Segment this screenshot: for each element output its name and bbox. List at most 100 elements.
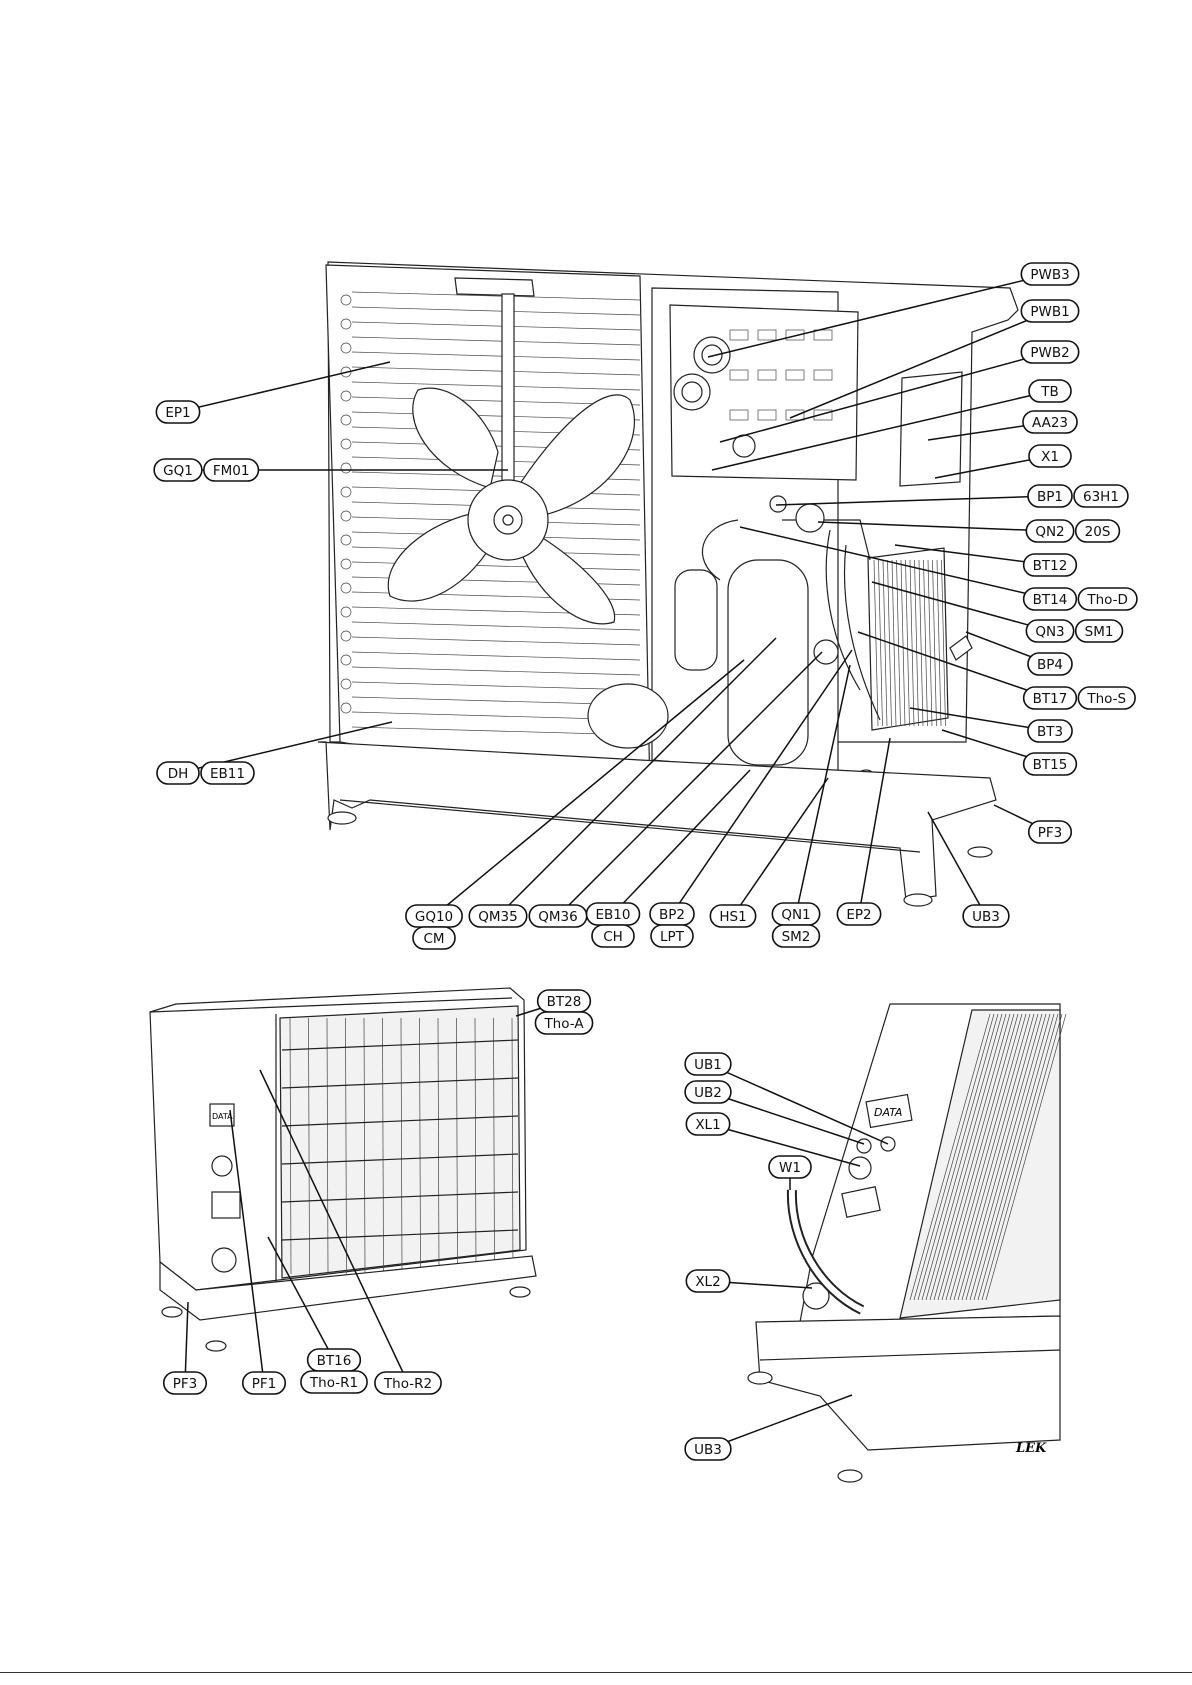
svg-text:Tho-A: Tho-A bbox=[543, 1016, 584, 1032]
callout-pill: UB2 bbox=[685, 1081, 731, 1103]
svg-text:BT28: BT28 bbox=[547, 994, 582, 1010]
callout-pill: BT15 bbox=[1024, 753, 1077, 775]
svg-text:BP1: BP1 bbox=[1037, 489, 1063, 505]
svg-text:EB10: EB10 bbox=[596, 907, 631, 923]
callout-pill: TB bbox=[1029, 380, 1071, 402]
callout-pill: EB10 bbox=[587, 903, 640, 925]
callout-pill: BT14 bbox=[1024, 588, 1077, 610]
svg-text:XL1: XL1 bbox=[695, 1117, 720, 1133]
callout-pill: EB11 bbox=[201, 762, 254, 784]
svg-text:TB: TB bbox=[1040, 384, 1059, 400]
callout-pill: PF3 bbox=[164, 1372, 207, 1394]
callout-pill: BT12 bbox=[1024, 554, 1077, 576]
callout-pill: Tho-R2 bbox=[375, 1372, 441, 1394]
svg-text:CH: CH bbox=[603, 929, 623, 945]
callout-pill: QM36 bbox=[529, 905, 586, 927]
callout-pill: Tho-D bbox=[1078, 588, 1137, 610]
callout-pill: Tho-S bbox=[1078, 687, 1135, 709]
svg-text:HS1: HS1 bbox=[719, 909, 746, 925]
callout-pill: LPT bbox=[651, 925, 693, 947]
svg-text:UB3: UB3 bbox=[972, 909, 1000, 925]
svg-text:BT12: BT12 bbox=[1033, 558, 1068, 574]
svg-text:BP4: BP4 bbox=[1037, 657, 1063, 673]
svg-text:BT17: BT17 bbox=[1033, 691, 1068, 707]
callout-pill: UB3 bbox=[963, 905, 1009, 927]
svg-text:SM1: SM1 bbox=[1085, 624, 1114, 640]
callout-pill: 63H1 bbox=[1074, 485, 1128, 507]
callout-pill: EP1 bbox=[156, 401, 199, 423]
callout-pill: FM01 bbox=[204, 459, 259, 481]
svg-text:PWB2: PWB2 bbox=[1030, 345, 1069, 361]
svg-text:Tho-R2: Tho-R2 bbox=[383, 1376, 432, 1392]
callout-pill: BP4 bbox=[1028, 653, 1072, 675]
callout-pill: BP2 bbox=[650, 903, 694, 925]
callout-pill: PF3 bbox=[1029, 821, 1072, 843]
callout-pill: PWB3 bbox=[1021, 263, 1078, 285]
svg-text:XL2: XL2 bbox=[695, 1274, 720, 1290]
svg-text:BT3: BT3 bbox=[1037, 724, 1063, 740]
svg-text:QM36: QM36 bbox=[538, 909, 577, 925]
callout-pill: CM bbox=[413, 927, 455, 949]
svg-text:UB3: UB3 bbox=[694, 1442, 722, 1458]
callout-ub3-main: UB3 bbox=[928, 812, 1009, 927]
svg-text:PF3: PF3 bbox=[1038, 825, 1063, 841]
svg-text:EP2: EP2 bbox=[846, 907, 871, 923]
callout-pill: GQ10 bbox=[406, 905, 462, 927]
svg-text:GQ10: GQ10 bbox=[415, 909, 453, 925]
svg-text:Tho-D: Tho-D bbox=[1086, 592, 1128, 608]
callout-pill: SM2 bbox=[773, 925, 820, 947]
callout-pill: W1 bbox=[769, 1156, 811, 1178]
callout-pill: UB3 bbox=[685, 1438, 731, 1460]
callout-pill: XL2 bbox=[686, 1270, 729, 1292]
svg-text:QN2: QN2 bbox=[1035, 524, 1064, 540]
svg-text:GQ1: GQ1 bbox=[163, 463, 193, 479]
callout-pill: QN1 bbox=[772, 903, 819, 925]
svg-text:X1: X1 bbox=[1041, 449, 1059, 465]
callout-xl2: XL2 bbox=[686, 1270, 812, 1292]
svg-text:BT16: BT16 bbox=[317, 1353, 352, 1369]
callout-pill: AA23 bbox=[1023, 411, 1077, 433]
svg-text:FM01: FM01 bbox=[213, 463, 250, 479]
svg-text:DH: DH bbox=[168, 766, 189, 782]
svg-text:LPT: LPT bbox=[660, 929, 685, 945]
callout-pill: HS1 bbox=[710, 905, 755, 927]
svg-text:20S: 20S bbox=[1085, 524, 1111, 540]
svg-text:UB2: UB2 bbox=[694, 1085, 722, 1101]
svg-text:W1: W1 bbox=[779, 1160, 801, 1176]
callout-pill: SM1 bbox=[1076, 620, 1123, 642]
svg-text:PF1: PF1 bbox=[252, 1376, 277, 1392]
callout-w1: W1 bbox=[769, 1156, 811, 1190]
callout-pill: 20S bbox=[1076, 520, 1120, 542]
svg-text:BT15: BT15 bbox=[1033, 757, 1068, 773]
callout-pill: QN3 bbox=[1026, 620, 1073, 642]
svg-text:63H1: 63H1 bbox=[1083, 489, 1119, 505]
svg-text:CM: CM bbox=[423, 931, 444, 947]
svg-text:QM35: QM35 bbox=[478, 909, 517, 925]
brand-mark: LEK bbox=[1015, 1441, 1047, 1456]
callout-pill: BT16 bbox=[308, 1349, 361, 1371]
callout-pill: XL1 bbox=[686, 1113, 729, 1135]
svg-text:EP1: EP1 bbox=[165, 405, 190, 421]
callout-pill: QN2 bbox=[1026, 520, 1073, 542]
svg-text:Tho-S: Tho-S bbox=[1086, 691, 1126, 707]
data-plate-label-right: DATA bbox=[874, 1106, 902, 1119]
callout-pill: PF1 bbox=[243, 1372, 286, 1394]
svg-text:PWB1: PWB1 bbox=[1030, 304, 1069, 320]
svg-text:SM2: SM2 bbox=[782, 929, 811, 945]
callout-pill: BP1 bbox=[1028, 485, 1072, 507]
callout-pill: PWB1 bbox=[1021, 300, 1078, 322]
svg-text:PF3: PF3 bbox=[173, 1376, 198, 1392]
callout-ub3-right: UB3 bbox=[685, 1395, 852, 1460]
callout-pill: Tho-R1 bbox=[301, 1371, 367, 1393]
callout-pill: CH bbox=[592, 925, 634, 947]
main-unit-drawing bbox=[318, 262, 1018, 906]
svg-text:BT14: BT14 bbox=[1033, 592, 1068, 608]
callout-pf3-main: PF3 bbox=[994, 805, 1071, 843]
callout-pill: X1 bbox=[1029, 445, 1071, 467]
svg-text:QN3: QN3 bbox=[1035, 624, 1064, 640]
callout-pill: Tho-A bbox=[535, 1012, 592, 1034]
svg-text:UB1: UB1 bbox=[694, 1057, 722, 1073]
callout-pill: DH bbox=[157, 762, 199, 784]
